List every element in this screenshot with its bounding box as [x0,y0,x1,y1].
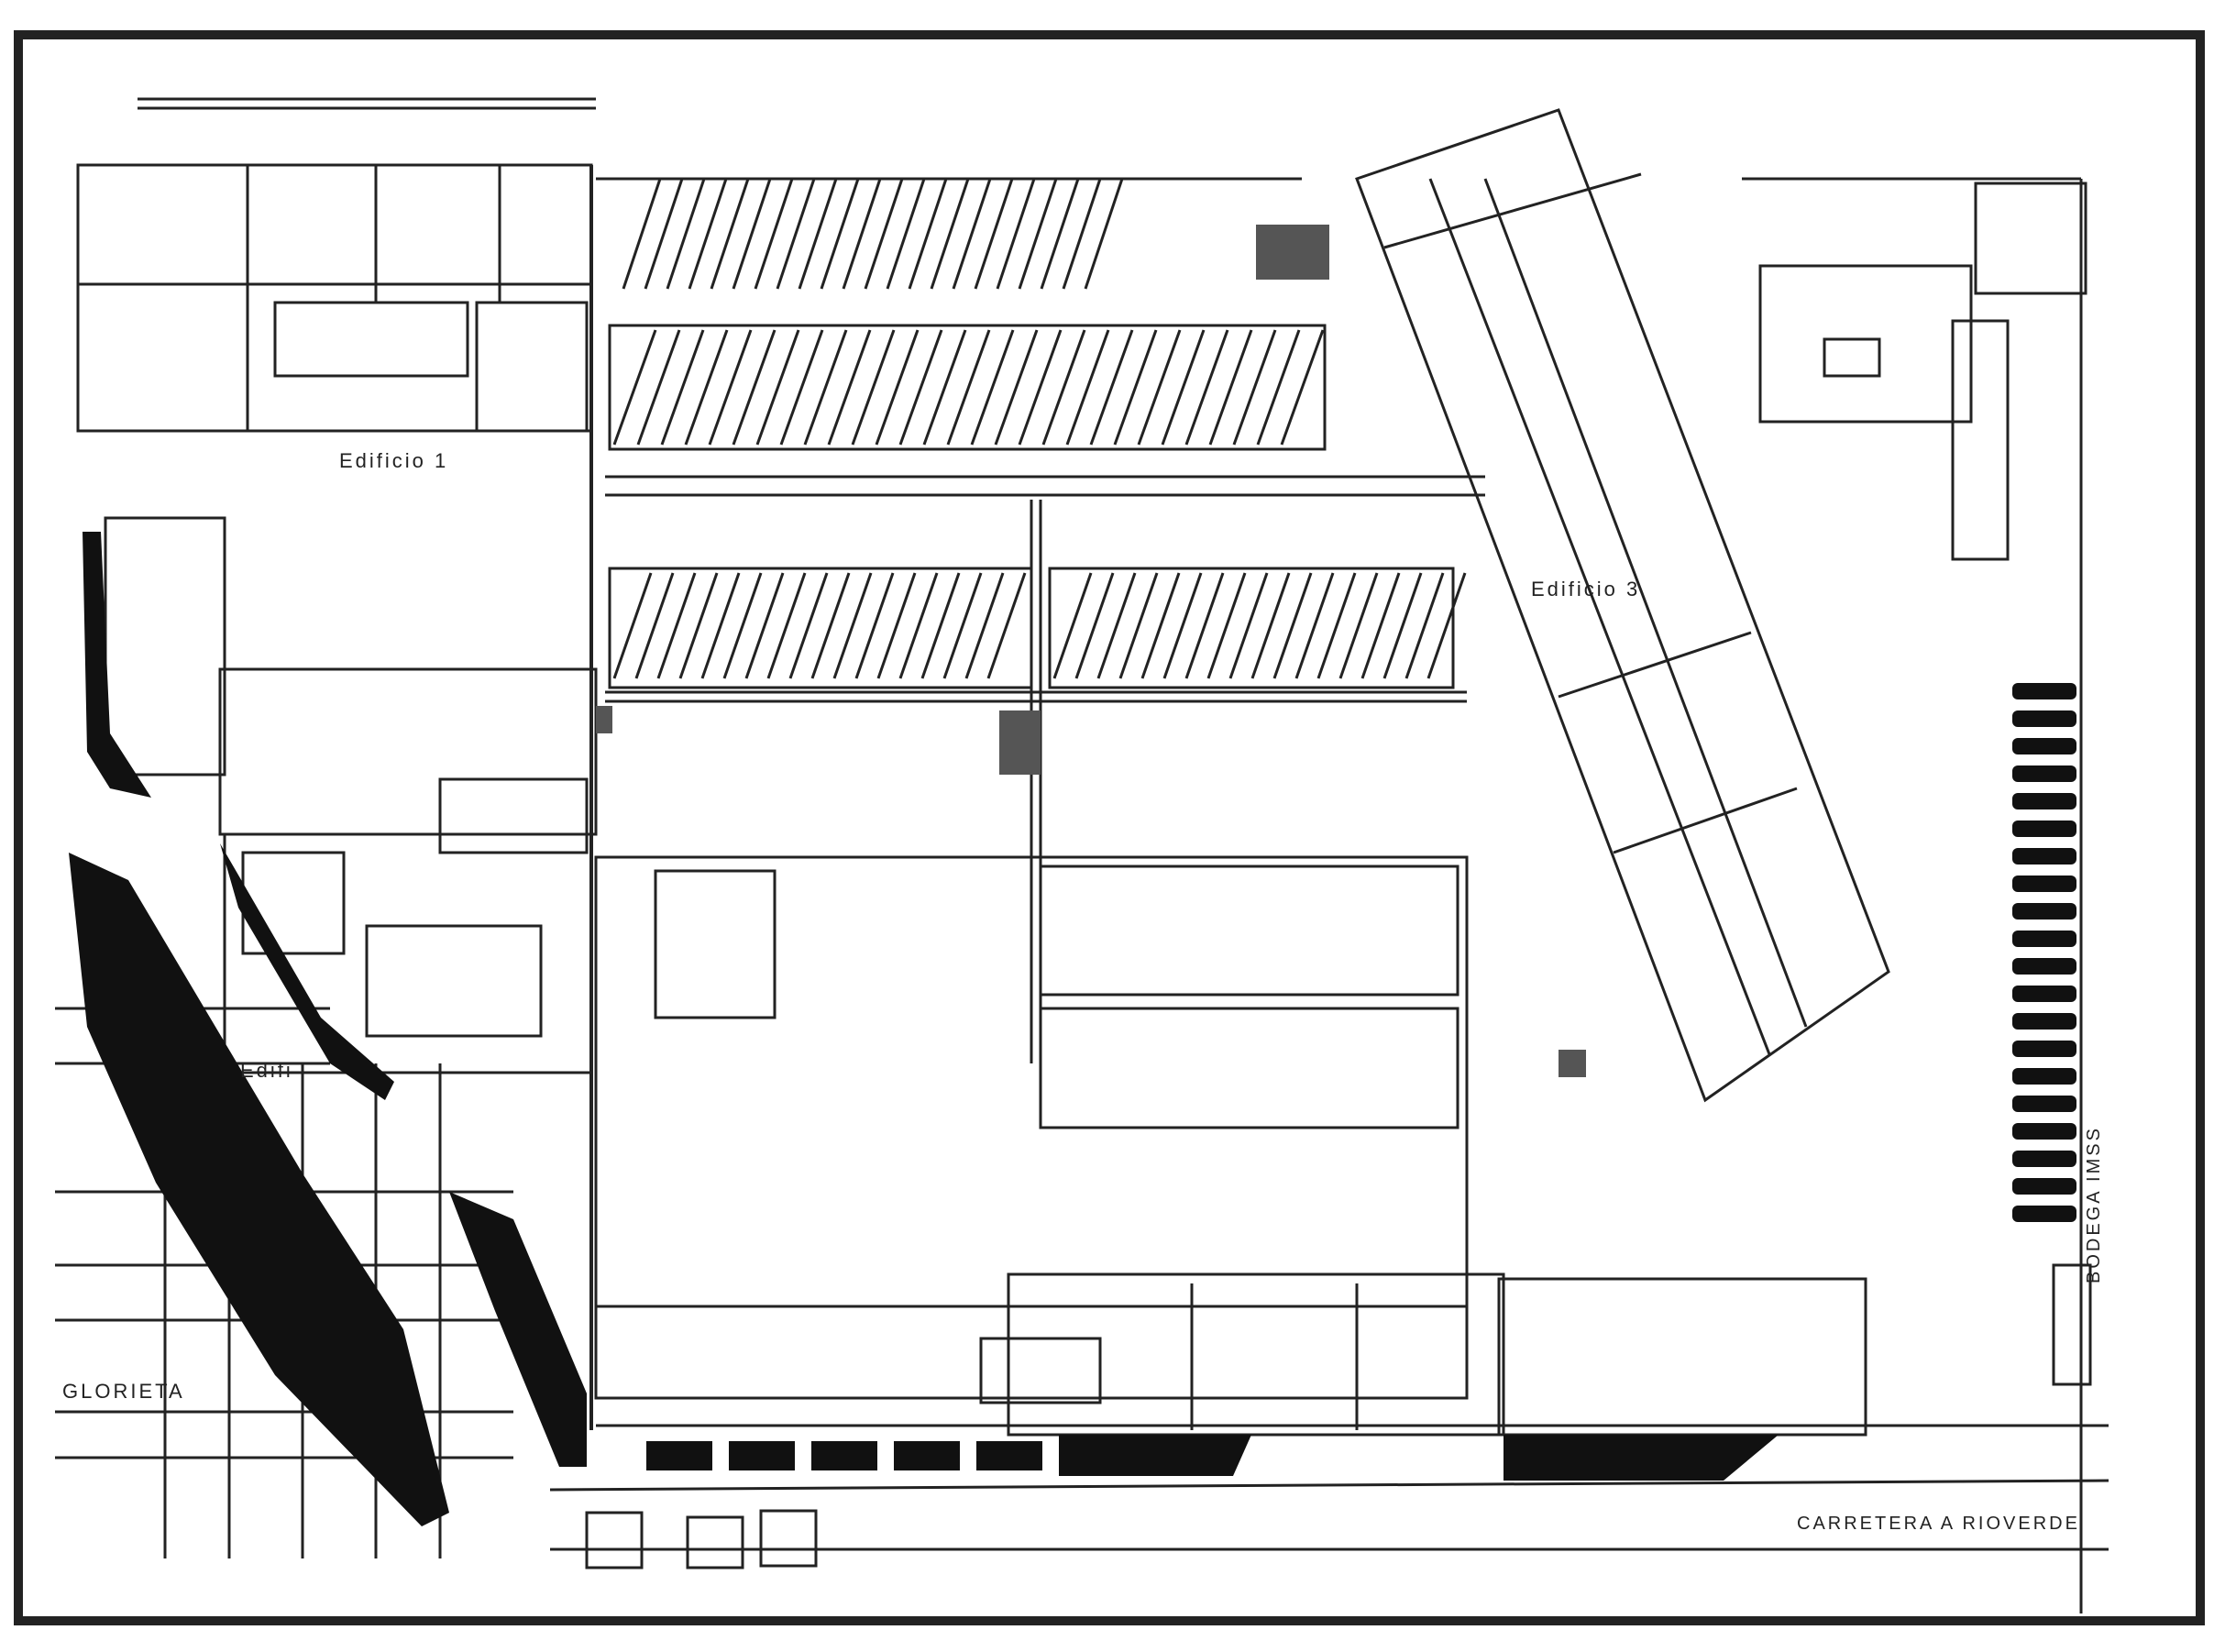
parking-stalls [612,178,1467,679]
edificio-3-label: Edificio 3 [1531,578,1640,600]
bodega-parking-cars [2012,683,2076,1222]
accent-block [1256,225,1329,280]
edificio-1-label: Edificio 1 [339,449,448,472]
glorieta-label: GLORIETA [62,1380,185,1403]
linework [55,97,2109,1613]
bottom-road-slabs [646,1441,1042,1470]
edificio-2-edge-mass [83,532,151,798]
glorieta-landscape-mass [69,853,449,1526]
bodega-label: BODEGA IMSS [2084,1126,2104,1283]
carretera-label: CARRETERA A RIOVERDE [1797,1514,2080,1534]
edificio-2-label: Edifi [240,1059,293,1082]
dark-fills [69,225,1586,1526]
drawing-frame [14,30,2205,1625]
